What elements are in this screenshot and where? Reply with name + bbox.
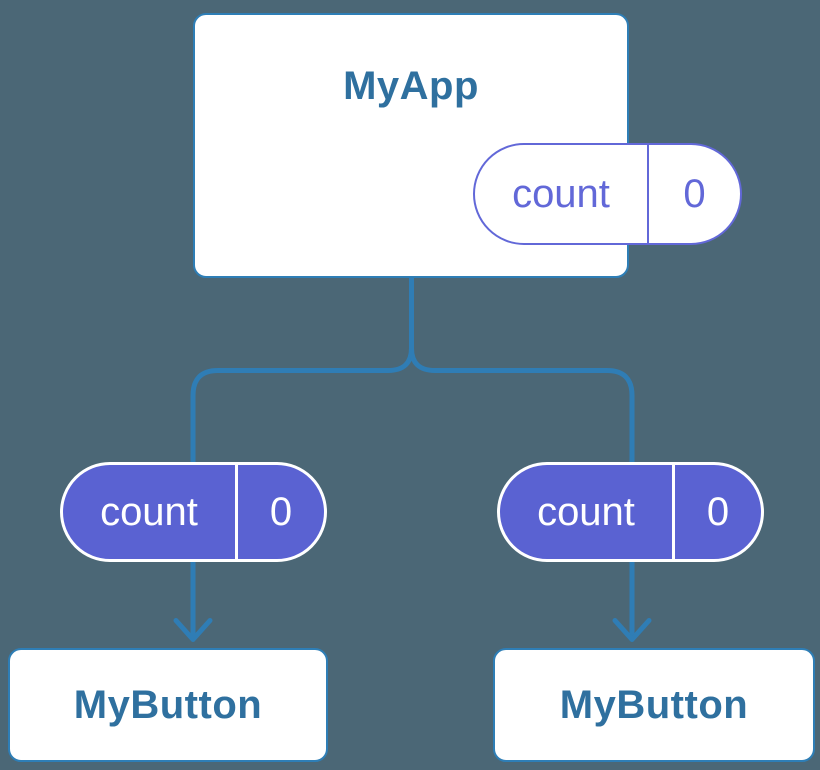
left-child-component-title: MyButton: [73, 683, 263, 727]
root-state-pill: count 0: [473, 143, 742, 245]
right-child-state-value: 0: [672, 465, 761, 559]
left-child-state-value: 0: [235, 465, 324, 559]
root-component-box: MyApp count 0: [193, 13, 742, 278]
branch-right-line: [409, 347, 635, 636]
right-child-component-title: MyButton: [559, 683, 749, 727]
left-child-state-name: count: [100, 490, 198, 534]
branch-left-line: [190, 276, 414, 636]
left-child-component-box: MyButton: [8, 648, 328, 762]
root-state-value: 0: [647, 145, 740, 243]
left-child-state-pill: count 0: [60, 462, 327, 562]
arrowhead-right-icon: [612, 618, 652, 642]
root-component-title: MyApp: [343, 64, 479, 108]
right-child-component-box: MyButton: [493, 648, 815, 762]
right-child-state-name: count: [537, 490, 635, 534]
arrowhead-left-icon: [173, 618, 213, 642]
root-state-name: count: [512, 172, 610, 216]
right-child-state-pill: count 0: [497, 462, 764, 562]
